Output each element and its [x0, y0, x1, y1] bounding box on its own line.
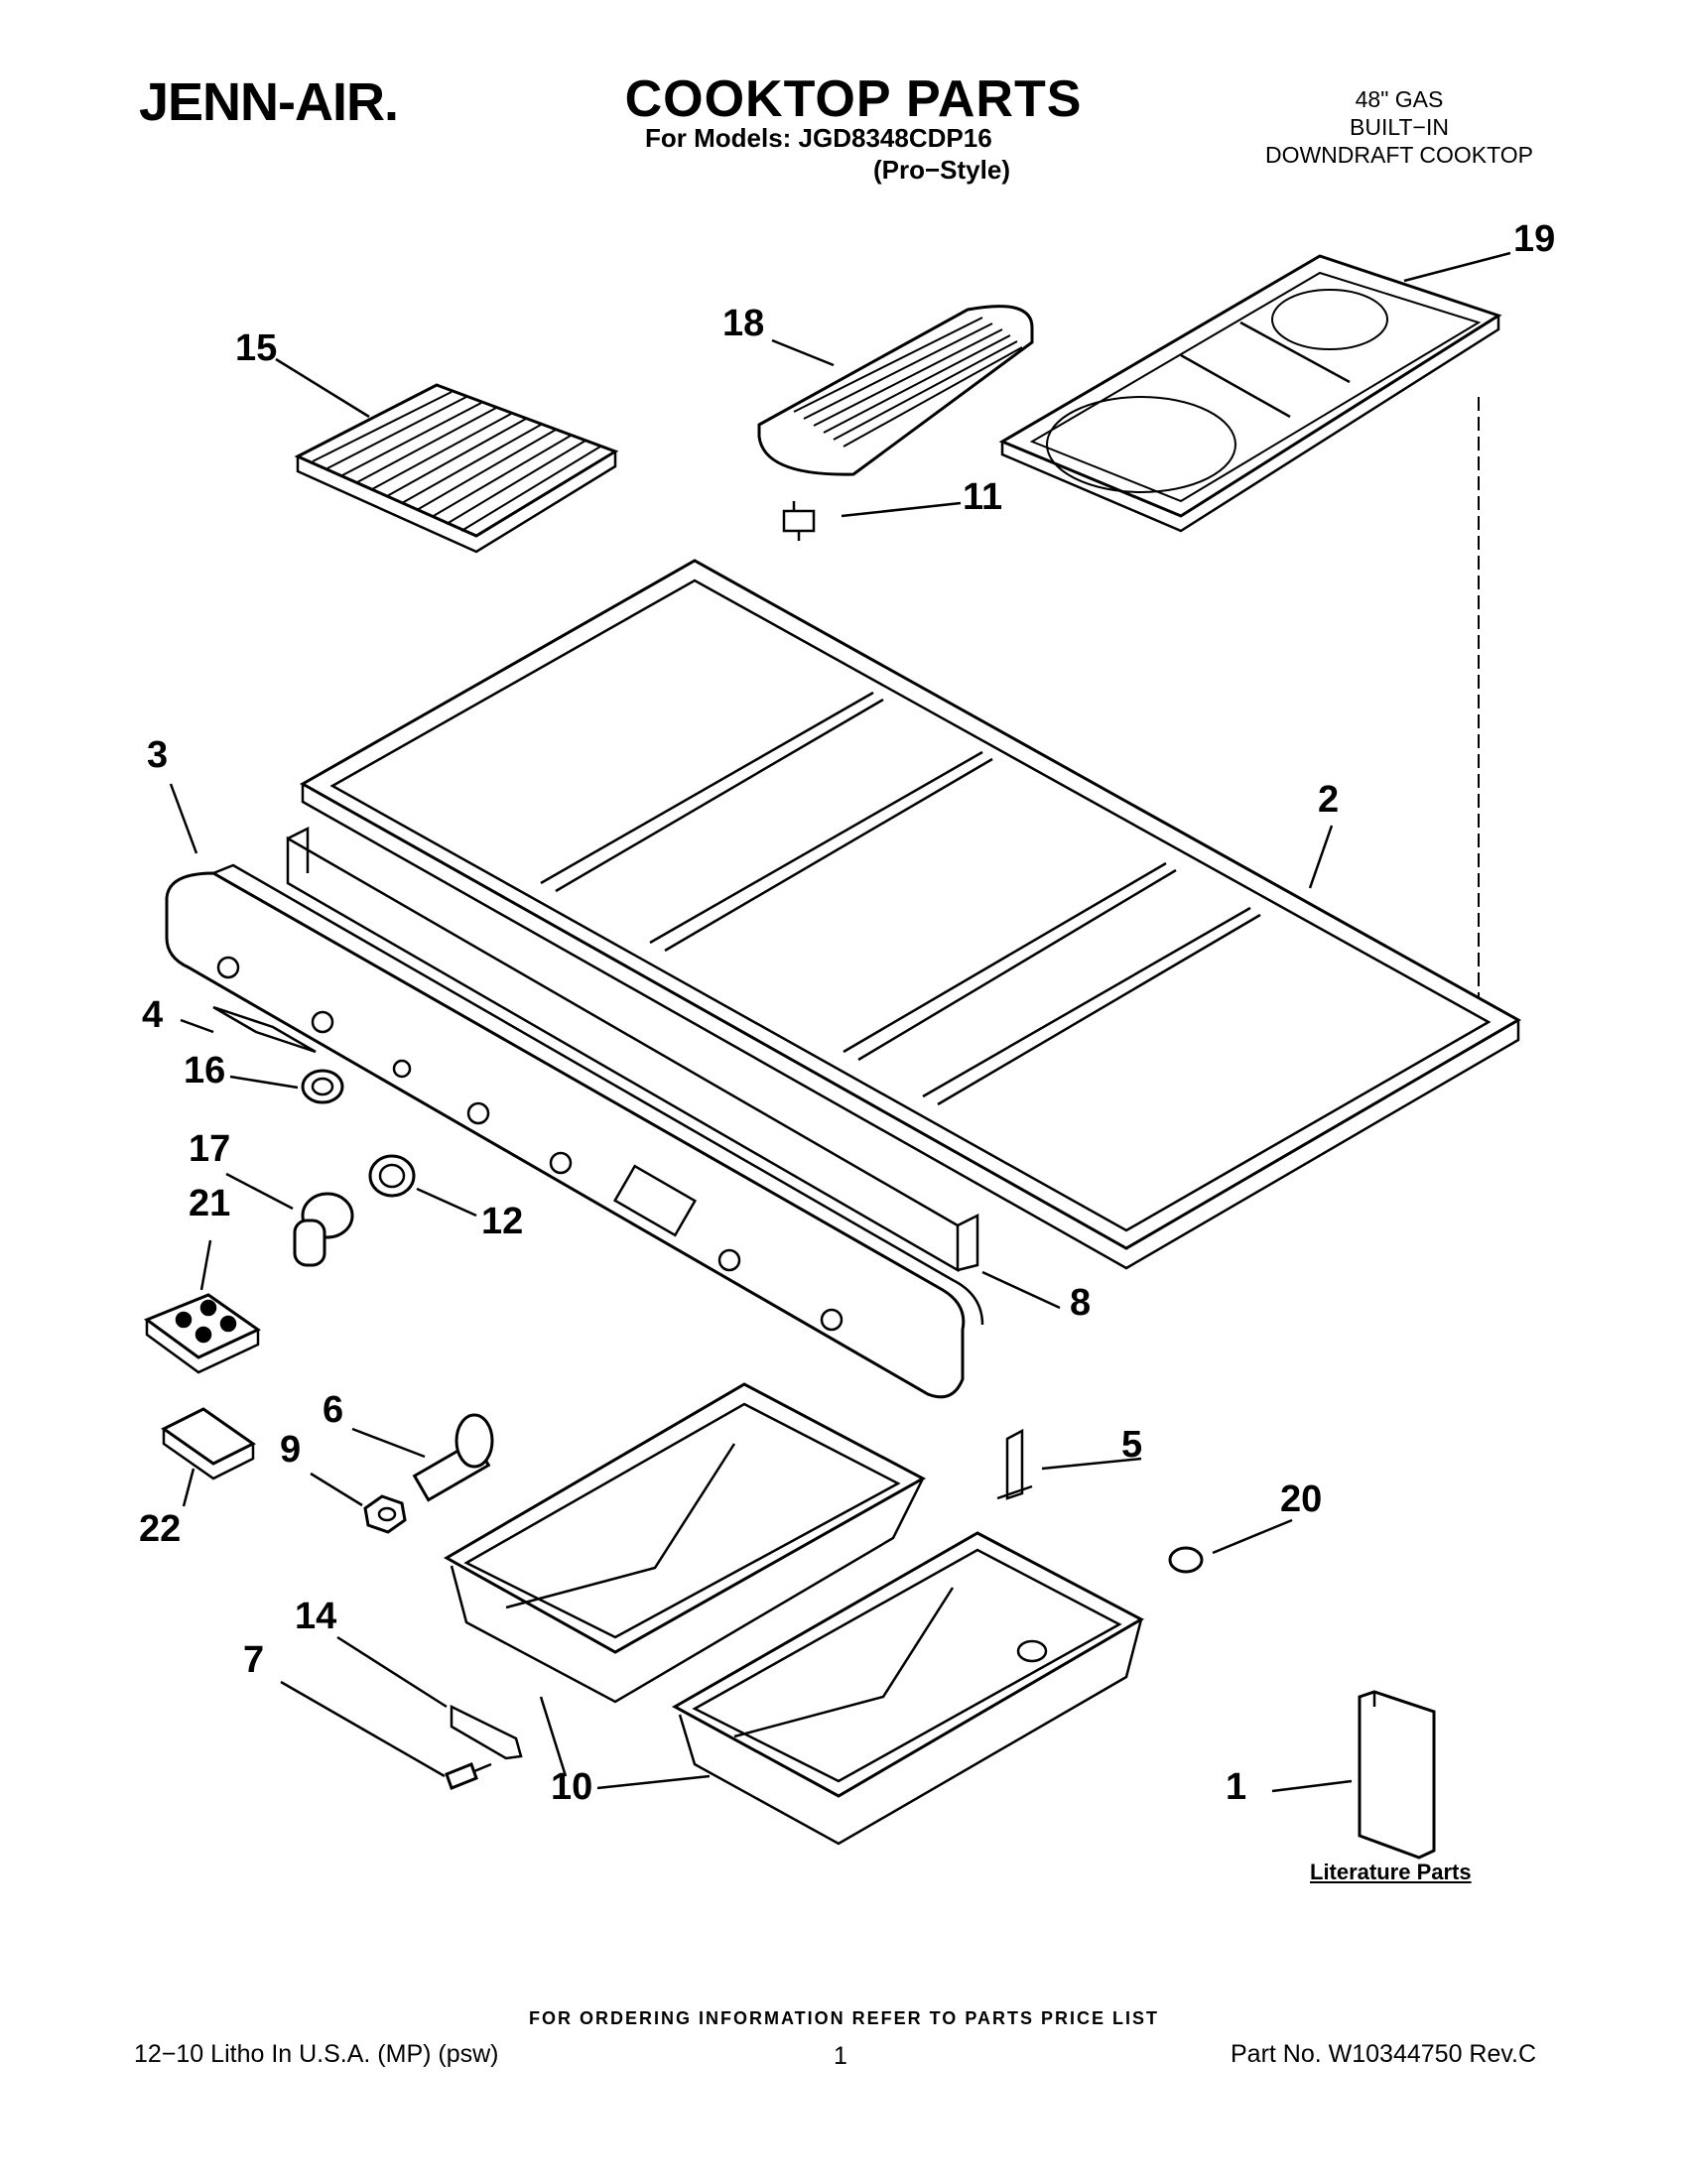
callout-6: 6: [323, 1389, 344, 1431]
switch-block-part[interactable]: [143, 1293, 261, 1374]
plug-part[interactable]: [1168, 1546, 1204, 1574]
product-description: 48" GAS BUILT−IN DOWNDRAFT COOKTOP: [1231, 85, 1568, 169]
leader-arrows: [169, 251, 1511, 1793]
drip-tray-upper-part[interactable]: [443, 1382, 927, 1704]
part-number: Part No. W10344750 Rev.C: [1231, 2040, 1537, 2068]
screw-part[interactable]: [445, 1762, 492, 1790]
bezel-part[interactable]: [301, 1069, 344, 1104]
knob-bezel-part[interactable]: [368, 1154, 416, 1198]
callout-12: 12: [481, 1201, 524, 1242]
callout-8: 8: [1070, 1282, 1092, 1324]
burner-grate-part[interactable]: [998, 254, 1502, 533]
literature-booklet-part[interactable]: [1358, 1690, 1436, 1860]
callout-16: 16: [184, 1050, 226, 1092]
callout-11: 11: [963, 476, 1003, 518]
desc-line-1: 48" GAS: [1355, 86, 1444, 112]
callout-21: 21: [189, 1183, 231, 1224]
grill-grate-part[interactable]: [294, 383, 619, 554]
callout-3: 3: [147, 734, 169, 776]
drip-tray-lower-part[interactable]: [671, 1531, 1145, 1846]
ordering-info: FOR ORDERING INFORMATION REFER TO PARTS …: [528, 2008, 1159, 2028]
control-panel-part[interactable]: [165, 863, 984, 1399]
brand-logo-text: JENN-AIR.: [139, 72, 399, 132]
clip-part[interactable]: [996, 1428, 1033, 1500]
callout-1: 1: [1226, 1766, 1247, 1808]
callout-5: 5: [1121, 1424, 1143, 1466]
page-title: COOKTOP PARTS: [624, 70, 1083, 128]
callout-15: 15: [235, 327, 278, 369]
knob-part[interactable]: [293, 1192, 354, 1267]
callout-22: 22: [139, 1508, 182, 1550]
callout-7: 7: [243, 1639, 265, 1681]
callout-10b: 10: [551, 1766, 593, 1808]
brand-logo: JENN-AIR.: [139, 71, 399, 133]
litho-info: 12−10 Litho In U.S.A. (MP) (psw): [134, 2040, 499, 2068]
callout-20: 20: [1280, 1478, 1323, 1520]
desc-line-3: DOWNDRAFT COOKTOP: [1264, 142, 1534, 168]
callout-19: 19: [1513, 218, 1556, 260]
callout-2: 2: [1318, 779, 1340, 821]
cooktop-frame-part[interactable]: [299, 559, 1522, 1270]
bracket-part[interactable]: [161, 1407, 256, 1480]
callout-17: 17: [189, 1128, 231, 1170]
vent-grille-part[interactable]: [757, 305, 1034, 476]
callout-14: 14: [295, 1596, 337, 1637]
label-part[interactable]: [212, 1005, 317, 1054]
desc-line-2: BUILT−IN: [1350, 114, 1449, 140]
callout-4: 4: [142, 994, 164, 1036]
style-line: (Pro−Style): [873, 155, 1010, 185]
nut-part[interactable]: [363, 1494, 407, 1534]
models-line: For Models: JGD8348CDP16: [645, 123, 992, 153]
trim-strip-part[interactable]: [286, 826, 979, 1273]
page-number: 1: [834, 2042, 847, 2070]
mounting-bracket-part[interactable]: [450, 1704, 523, 1760]
callout-18: 18: [722, 303, 765, 344]
switch-part[interactable]: [782, 501, 816, 541]
callout-9: 9: [280, 1429, 302, 1471]
literature-parts-label: Literature Parts: [1310, 1860, 1472, 1884]
valve-part[interactable]: [412, 1413, 494, 1502]
